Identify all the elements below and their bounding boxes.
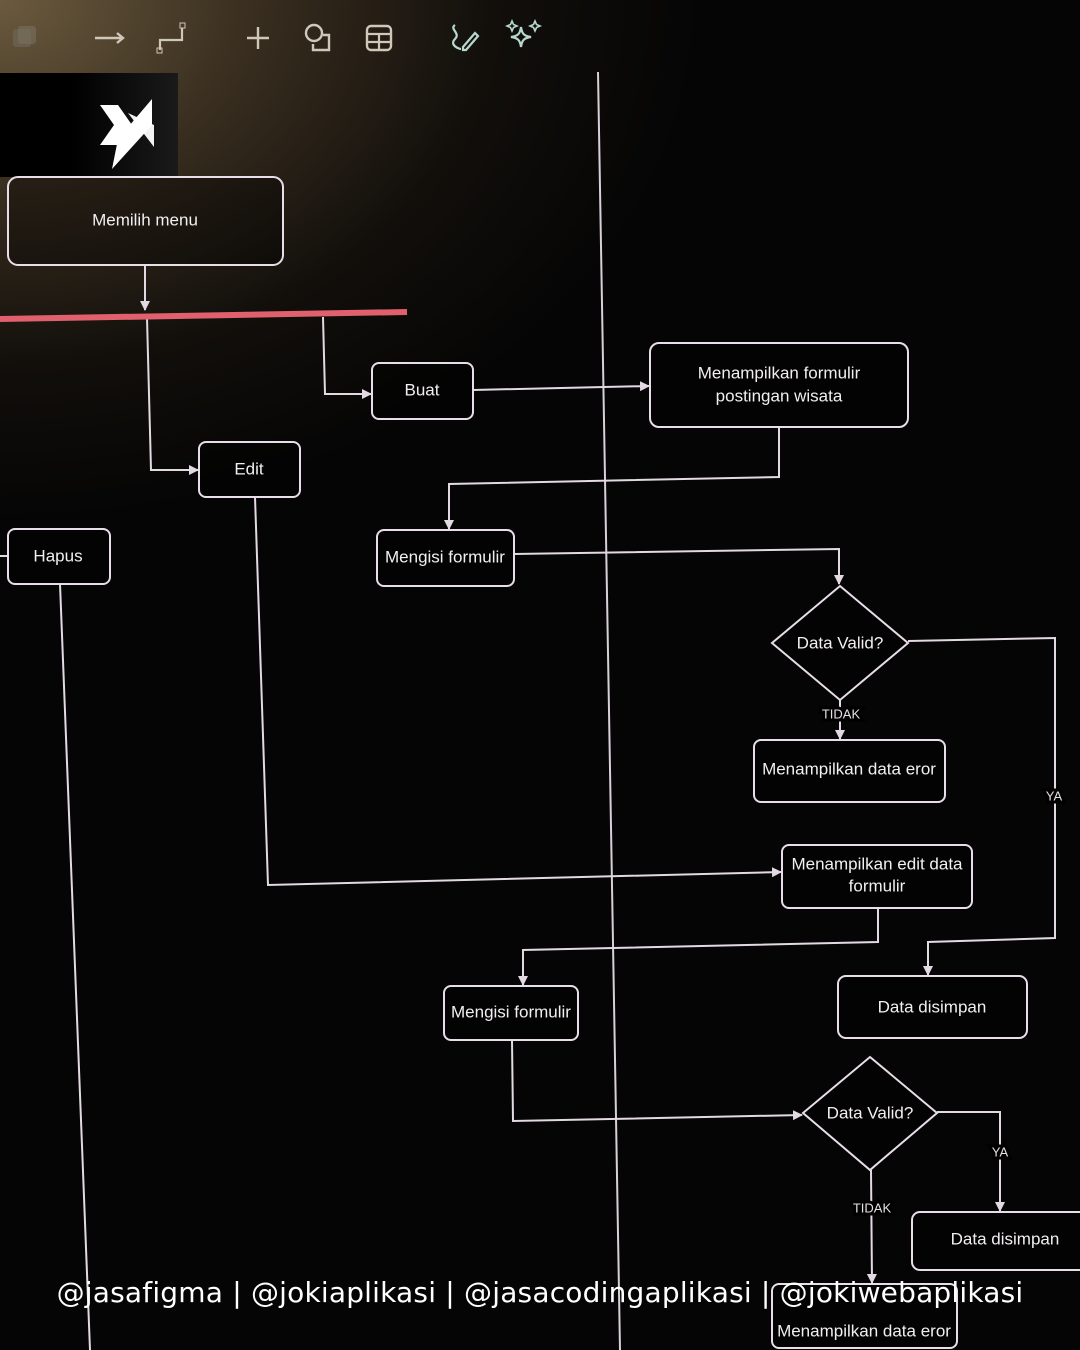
table-icon[interactable] [359,18,399,58]
node-label: formulir [849,876,906,895]
node-label: Buat [405,380,440,399]
plus-icon[interactable] [238,18,278,58]
node-label: Data disimpan [878,997,987,1016]
node-hapus[interactable]: Hapus [7,528,111,585]
node-label: Menampilkan data eror [762,759,936,778]
edge-label-ya: YA [992,1144,1009,1159]
node-label: Mengisi formulir [451,1002,571,1021]
node-label: Data disimpan [951,1229,1060,1248]
connectors [0,265,1056,1350]
swimlane-divider [597,71,621,1350]
node-label: Menampilkan data eror [777,1321,951,1340]
logo-mark-icon [100,99,154,169]
draw-icon[interactable] [444,18,484,58]
node-menampilkan-data-eror-1[interactable]: Menampilkan data eror [753,739,946,803]
node-data-disimpan-1[interactable]: Data disimpan [837,975,1028,1039]
brand-logo [0,73,178,177]
node-label: Edit [234,459,264,478]
shapes-icon[interactable] [298,18,338,58]
sparkle-icon[interactable] [504,18,544,58]
node-label: Menampilkan edit data [791,854,963,873]
node-label: Data Valid? [797,633,884,652]
node-mengisi-formulir-1[interactable]: Mengisi formulir [376,529,515,587]
edge-label-ya: YA [1046,788,1063,803]
connector-icon[interactable] [152,18,192,58]
node-menampilkan-data-eror-2[interactable]: Menampilkan data eror [771,1283,958,1349]
node-label: Hapus [33,546,82,565]
edge-label-tidak: TIDAK [822,706,861,721]
watermark-handles: @jasafigma | @jokiaplikasi | @jasacoding… [56,1276,1024,1309]
node-memilih-menu[interactable]: Memilih menu [7,176,284,266]
decision-data-valid-2[interactable]: Data Valid? [801,1055,939,1172]
node-data-disimpan-2[interactable]: Data disimpan [911,1211,1080,1271]
node-buat[interactable]: Buat [371,362,474,420]
decision-data-valid-1[interactable]: Data Valid? [770,584,910,702]
node-label: Menampilkan formulir [698,363,861,382]
fork-bar [0,309,408,322]
node-menampilkan-edit-data-formulir[interactable]: Menampilkan edit data formulir [781,844,973,909]
node-edit[interactable]: Edit [198,441,301,498]
node-label: Data Valid? [827,1103,914,1122]
edge-label-tidak: TIDAK [853,1200,892,1215]
frame-icon[interactable] [4,18,44,58]
node-label: Memilih menu [92,210,198,229]
node-mengisi-formulir-2[interactable]: Mengisi formulir [443,985,579,1041]
node-menampilkan-formulir[interactable]: Menampilkan formulir postingan wisata [649,342,909,428]
arrow-icon[interactable] [90,18,130,58]
toolbar [0,0,1080,72]
node-label: Mengisi formulir [385,547,505,566]
node-label: postingan wisata [716,386,843,405]
